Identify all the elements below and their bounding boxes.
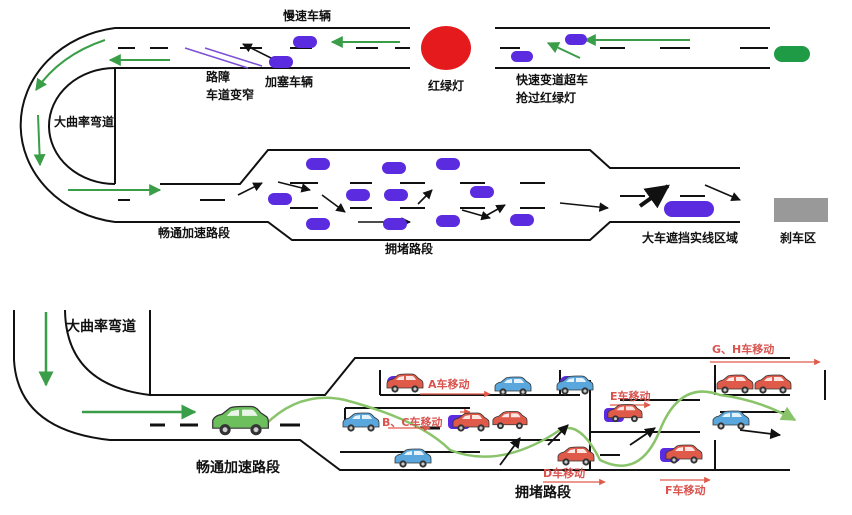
label-smooth-accel-bottom: 畅通加速路段 <box>196 459 280 476</box>
black-arrows-top <box>237 43 741 227</box>
brake-zone-block <box>774 198 828 222</box>
curve-inner-edge <box>48 67 116 185</box>
curve-inner-edge <box>64 309 151 397</box>
large-vehicle-arrow <box>638 184 670 209</box>
car <box>712 410 750 431</box>
label-car-bc: B、C车移动 <box>382 415 442 429</box>
car <box>492 411 528 430</box>
label-obstacle: 路障 <box>206 69 230 84</box>
car <box>384 189 408 201</box>
obstacle-lines <box>184 47 263 69</box>
black-arrows-bottom <box>499 424 782 466</box>
road-edge <box>160 149 740 185</box>
label-car-gh: G、H车移动 <box>712 342 774 356</box>
road-edge <box>13 310 790 471</box>
label-red-light: 红绿灯 <box>428 78 464 93</box>
car-d <box>557 446 595 467</box>
car <box>346 189 370 201</box>
car <box>494 376 532 397</box>
car <box>470 186 494 198</box>
label-sharp-curve-bottom: 大曲率弯道 <box>66 318 136 335</box>
label-fast-lane-change: 快速变道超车 <box>516 72 588 87</box>
red-light-icon <box>421 26 471 70</box>
cars-bottom <box>211 373 792 469</box>
road-edge <box>115 221 740 241</box>
top-diagram <box>19 27 770 241</box>
car-b <box>342 412 380 433</box>
label-large-vehicle-block: 大车遮挡实线区域 <box>642 230 738 245</box>
car <box>436 158 460 170</box>
car <box>565 34 587 45</box>
ego-path <box>264 390 797 467</box>
slow-vehicle-car <box>293 36 317 48</box>
flow-arrows-top <box>33 34 690 196</box>
label-car-a: A车移动 <box>428 377 470 391</box>
red-move-arrows <box>388 358 821 486</box>
label-run-red-light: 抢过红绿灯 <box>516 90 576 105</box>
label-lane-narrow: 车道变窄 <box>206 87 254 102</box>
purple-cars <box>268 34 714 230</box>
car <box>382 162 406 174</box>
ego-car <box>211 405 270 437</box>
car-e <box>607 404 643 423</box>
car-f <box>665 444 703 465</box>
label-car-e: E车移动 <box>610 389 651 403</box>
label-car-f: F车移动 <box>665 483 706 497</box>
label-congestion: 拥堵路段 <box>385 241 434 256</box>
label-cut-in-vehicle: 加塞车辆 <box>264 74 313 89</box>
label-sharp-curve: 大曲率弯道 <box>54 114 114 129</box>
car <box>436 215 460 227</box>
car <box>306 218 330 230</box>
label-congestion-bottom: 拥堵路段 <box>515 484 571 501</box>
large-vehicle <box>664 201 714 217</box>
car-g <box>716 374 754 395</box>
car <box>383 218 407 230</box>
green-light-icon <box>774 46 810 62</box>
cut-in-car <box>269 56 293 68</box>
car-h <box>754 374 792 395</box>
label-slow-vehicle: 慢速车辆 <box>283 8 331 23</box>
label-car-d: D车移动 <box>543 466 585 480</box>
curve-outer-edge <box>19 27 116 223</box>
car <box>511 51 533 62</box>
car <box>306 158 330 170</box>
flow-arrows-bottom <box>38 312 197 420</box>
car <box>510 214 534 226</box>
label-smooth-accel: 畅通加速路段 <box>158 225 231 240</box>
road-edge <box>150 357 790 396</box>
label-brake-zone: 刹车区 <box>780 230 816 245</box>
car <box>268 193 292 205</box>
